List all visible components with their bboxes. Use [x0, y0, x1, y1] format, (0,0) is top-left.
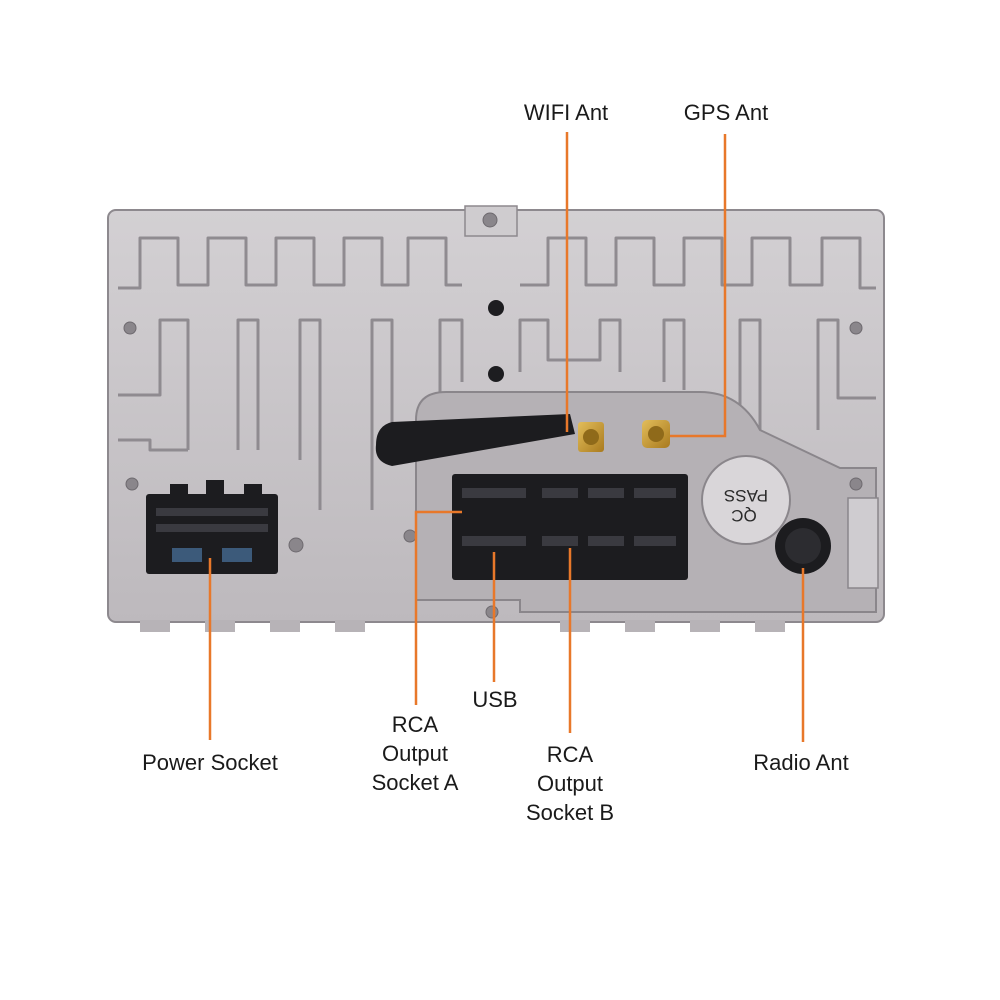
leader-lines: [208, 132, 805, 742]
mounting-screws: [123, 212, 863, 619]
rca-usb-connector-block: [452, 474, 688, 580]
label-rca-a-line-1: RCA: [391, 712, 439, 737]
label-rca-b-line-3: Socket B: [525, 800, 615, 825]
power-socket-connector: [146, 480, 278, 574]
label-usb-text: USB: [472, 687, 518, 712]
leader-line-gps-ant: [670, 134, 727, 438]
label-rca-output-socket-b: RCA Output Socket B: [510, 740, 630, 827]
radio-antenna-socket: [775, 497, 879, 589]
label-wifi-ant: WIFI Ant: [505, 98, 627, 127]
qc-stamp-qc-text: QC: [731, 506, 757, 525]
wifi-antenna-stub: [375, 414, 575, 466]
label-rca-output-socket-a: RCA Output Socket A: [355, 710, 475, 797]
label-radio-ant-text: Radio Ant: [753, 750, 849, 775]
label-rca-b-line-1: RCA: [546, 742, 594, 767]
label-wifi-ant-text: WIFI Ant: [523, 100, 609, 125]
label-rca-a-line-2: Output: [381, 741, 449, 766]
label-radio-ant: Radio Ant: [735, 748, 867, 777]
label-gps-ant-text: GPS Ant: [683, 100, 769, 125]
heat-sink-ridges: [118, 236, 876, 510]
label-rca-a-line-3: Socket A: [371, 770, 459, 795]
label-rca-b-line-2: Output: [536, 771, 604, 796]
label-power-socket: Power Socket: [120, 748, 300, 777]
label-usb: USB: [460, 685, 530, 714]
label-power-socket-text: Power Socket: [142, 750, 278, 775]
leader-line-rca-a: [414, 510, 462, 705]
gps-sma-connector: [642, 420, 670, 448]
qc-pass-stamp: PASS QC: [701, 455, 791, 545]
qc-stamp-pass-text: PASS: [724, 486, 768, 505]
label-gps-ant: GPS Ant: [668, 98, 784, 127]
wifi-sma-connector: [578, 422, 604, 452]
